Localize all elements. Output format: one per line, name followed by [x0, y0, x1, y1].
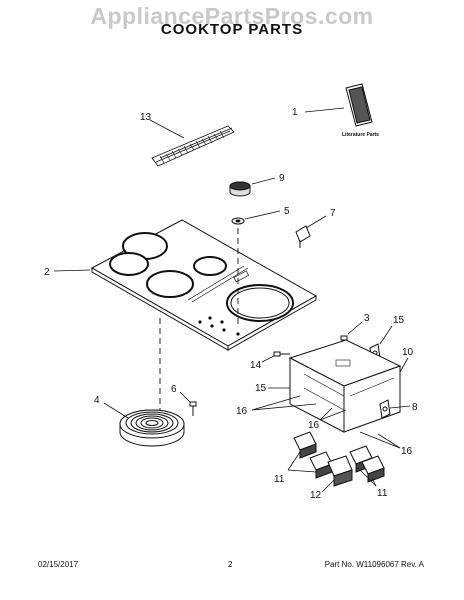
callout-13: 13	[140, 112, 152, 123]
callout-1: 1	[292, 107, 298, 118]
callout-12: 12	[310, 490, 322, 501]
callout-16-middle: 16	[308, 420, 320, 431]
switch-leader-lines	[251, 395, 401, 449]
callout-11-left: 11	[274, 474, 285, 485]
vent-grille	[149, 119, 235, 167]
callout-15-left: 15	[255, 383, 267, 394]
infinite-switch	[293, 431, 385, 483]
callout-9: 9	[279, 173, 285, 184]
footer-date: 02/15/2017	[38, 560, 79, 569]
callout-8: 8	[412, 402, 418, 413]
callout-6: 6	[171, 384, 177, 395]
control-knob	[229, 177, 276, 197]
callout-11-right: 11	[377, 488, 388, 499]
callout-2: 2	[44, 267, 50, 278]
callout-16-right: 16	[401, 446, 413, 457]
callout-4: 4	[94, 395, 100, 406]
watermark: AppliancePartsPros.com	[90, 3, 374, 29]
callout-14: 14	[250, 360, 262, 371]
alignment-line	[159, 228, 239, 412]
callout-16-left: 16	[236, 406, 248, 417]
callout-5: 5	[284, 206, 290, 217]
callout-10: 10	[402, 347, 414, 358]
terminal-block	[321, 455, 353, 493]
page-title: COOKTOP PARTS	[160, 21, 304, 38]
callout-7: 7	[330, 208, 336, 219]
glass-cooktop	[53, 219, 318, 351]
side-screw	[261, 351, 290, 363]
callout-15-top: 15	[393, 315, 405, 326]
footer-part-number: Part No. W11096067 Rev. A	[324, 560, 424, 569]
literature-booklet	[304, 83, 373, 127]
switch-callout-lines	[287, 451, 377, 487]
literature-parts-label: Literature Parts	[342, 132, 379, 138]
radiant-surface-element	[103, 402, 185, 447]
mounting-clip	[295, 215, 327, 248]
control-box	[288, 339, 409, 433]
footer-page-number: 2	[228, 560, 233, 569]
terminal-bracket	[379, 399, 411, 419]
element-screw	[179, 391, 197, 416]
callout-3: 3	[364, 313, 370, 324]
knob-washer	[231, 210, 281, 225]
